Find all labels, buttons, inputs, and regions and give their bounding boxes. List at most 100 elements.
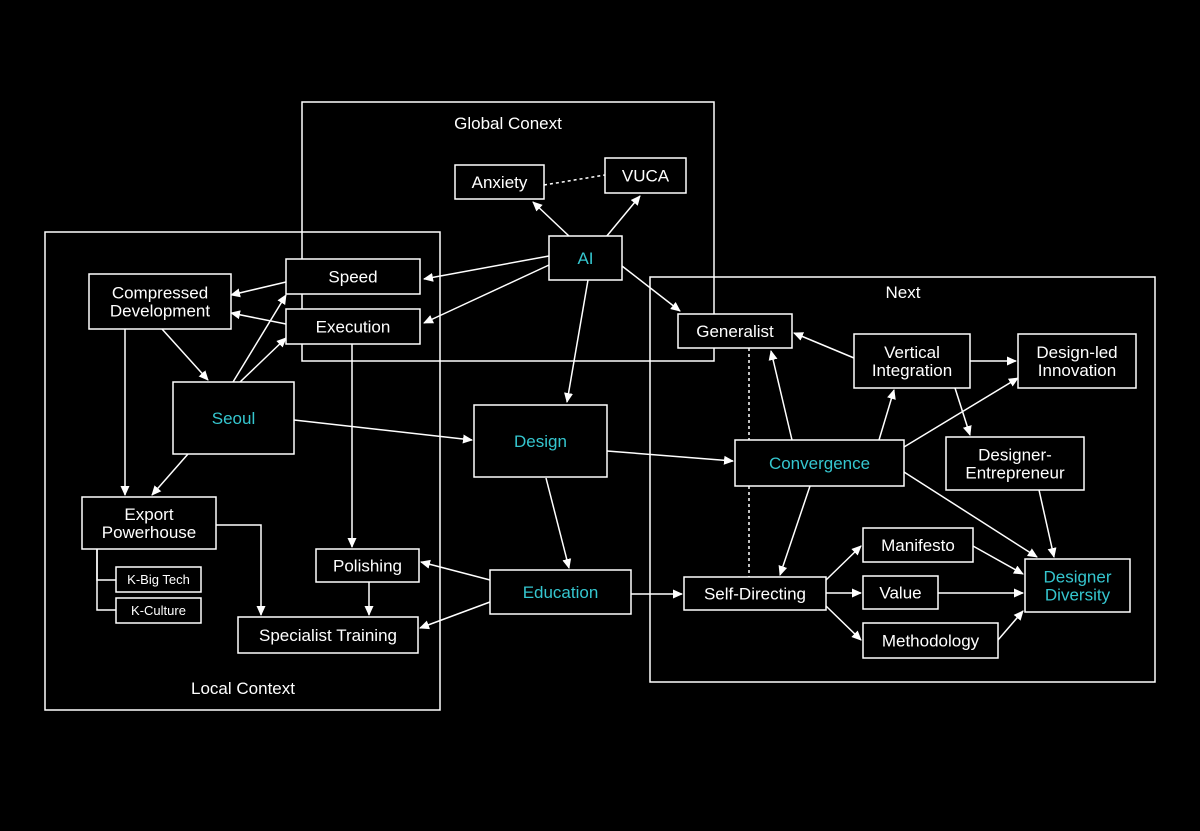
node-box: [489, 569, 632, 615]
edge-designer-entrepreneur-to-designer-diversity: [1038, 489, 1057, 558]
edge-export-powerhouse-to-k-culture: [96, 549, 116, 611]
node-label: Generalist: [696, 322, 774, 341]
node-box: [315, 548, 420, 583]
edge-convergence-to-design-led-innovation: [903, 377, 1019, 448]
node-designer-entrepreneur: Designer-Entrepreneur: [945, 436, 1085, 491]
edge-self-directing-to-manifesto: [825, 545, 862, 581]
node-label: Speed: [328, 267, 377, 286]
node-label: Design: [514, 432, 567, 451]
node-value: Value: [862, 575, 939, 610]
node-label: Specialist Training: [259, 626, 397, 645]
node-box: [734, 439, 905, 487]
node-label: Integration: [872, 361, 952, 380]
node-box: [172, 381, 295, 455]
node-label: Entrepreneur: [965, 463, 1065, 482]
node-box: [604, 157, 687, 194]
node-label: Methodology: [882, 631, 980, 650]
node-label: Design-led: [1036, 343, 1117, 362]
node-label: Self-Directing: [704, 584, 806, 603]
local-context-label: Local Context: [191, 679, 295, 698]
node-label: Export: [124, 505, 173, 524]
node-speed: Speed: [285, 258, 421, 295]
node-label: K-Culture: [131, 603, 186, 618]
edge-execution-to-compressed-development: [230, 310, 287, 325]
node-education: Education: [489, 569, 632, 615]
node-k-big-tech: K-Big Tech: [115, 566, 202, 593]
node-label: Compressed: [112, 283, 208, 302]
node-label: K-Big Tech: [127, 572, 190, 587]
node-methodology: Methodology: [862, 622, 999, 659]
edge-convergence-to-self-directing: [778, 485, 811, 576]
node-box: [683, 576, 827, 611]
node-box: [473, 404, 608, 478]
edge-self-directing-to-methodology: [825, 605, 862, 641]
node-label: Convergence: [769, 454, 870, 473]
edge-export-powerhouse-to-specialist-training: [216, 524, 266, 616]
node-k-culture: K-Culture: [115, 597, 202, 624]
regions: Global Conext Local Context Next: [44, 101, 1156, 711]
node-label: Development: [110, 301, 210, 320]
edge-ai-to-speed: [423, 255, 550, 282]
node-generalist: Generalist: [677, 313, 793, 349]
node-box: [285, 258, 421, 295]
node-label: AI: [577, 249, 593, 268]
node-self-directing: Self-Directing: [683, 576, 827, 611]
node-box: [862, 527, 974, 563]
local-context-region: [44, 231, 441, 711]
edge-education-to-specialist-training: [419, 601, 491, 630]
node-label: Vertical: [884, 343, 940, 362]
node-polishing: Polishing: [315, 548, 420, 583]
edge-design-to-convergence: [606, 450, 734, 465]
node-label: Polishing: [333, 556, 402, 575]
edge-methodology-to-designer-diversity: [997, 610, 1024, 641]
node-label: Innovation: [1038, 361, 1116, 380]
node-vuca: VUCA: [604, 157, 687, 194]
node-label: Manifesto: [881, 536, 955, 555]
node-box: [115, 566, 202, 593]
node-box: [945, 436, 1085, 491]
node-box: [81, 496, 217, 550]
edge-ai-to-anxiety: [532, 201, 571, 238]
edge-seoul-to-design: [293, 419, 473, 444]
node-anxiety: Anxiety: [454, 164, 545, 200]
next-region: [649, 276, 1156, 683]
edge-convergence-to-vertical-integration: [878, 389, 896, 441]
edge-anxiety-to-vuca: [543, 174, 606, 186]
node-label: Designer: [1043, 567, 1111, 586]
edge-ai-to-design: [564, 279, 589, 403]
node-design: Design: [473, 404, 608, 478]
node-ai: AI: [548, 235, 623, 281]
global-context-label: Global Conext: [454, 114, 562, 133]
node-label: Designer-: [978, 445, 1052, 464]
node-box: [88, 273, 232, 330]
edge-seoul-to-export-powerhouse: [151, 453, 189, 496]
node-box: [285, 308, 421, 345]
node-manifesto: Manifesto: [862, 527, 974, 563]
edge-seoul-to-execution: [239, 337, 287, 383]
node-label: Anxiety: [472, 173, 528, 192]
edge-export-powerhouse-to-k-big-tech: [96, 549, 116, 581]
node-box: [862, 622, 999, 659]
edge-seoul-to-speed: [232, 294, 287, 383]
node-label: Seoul: [212, 409, 255, 428]
edge-vertical-integration-to-generalist: [793, 332, 855, 359]
edge-manifesto-to-designer-diversity: [972, 545, 1024, 575]
edge-convergence-to-generalist: [768, 350, 793, 441]
edge-ai-to-execution: [423, 264, 550, 324]
node-box: [677, 313, 793, 349]
node-execution: Execution: [285, 308, 421, 345]
node-box: [1024, 558, 1131, 613]
edge-convergence-to-designer-diversity: [903, 471, 1038, 558]
next-label: Next: [886, 283, 921, 302]
edge-speed-to-compressed-development: [230, 281, 287, 298]
node-label: Diversity: [1045, 585, 1111, 604]
node-label: Education: [523, 583, 599, 602]
node-box: [548, 235, 623, 281]
node-box: [454, 164, 545, 200]
edge-education-to-polishing: [420, 559, 491, 581]
